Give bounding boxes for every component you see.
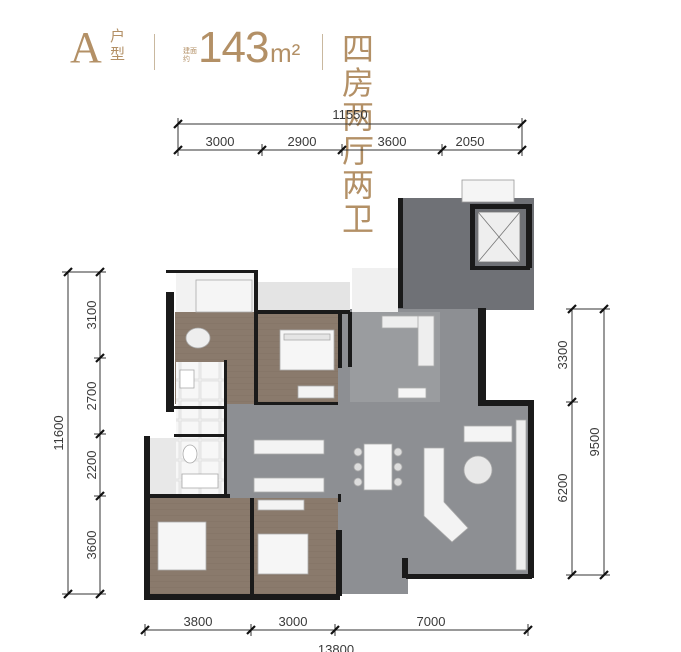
- wall: [338, 494, 341, 502]
- dim-right-part: 6200: [555, 474, 570, 503]
- wall: [166, 292, 174, 412]
- wall: [250, 498, 254, 596]
- vanity: [181, 473, 219, 489]
- wall: [144, 494, 230, 498]
- bed: [157, 521, 207, 571]
- dim-top-part: 3600: [378, 134, 407, 149]
- area-value: 143: [198, 23, 269, 72]
- wardrobe: [253, 439, 325, 455]
- wall: [144, 594, 340, 600]
- wardrobe: [257, 499, 305, 511]
- laundry-floor: [148, 438, 176, 496]
- wall: [258, 310, 350, 314]
- dim-right-part: 3300: [555, 341, 570, 370]
- wall: [174, 406, 226, 409]
- sofa: [423, 447, 469, 543]
- toilet: [185, 327, 211, 349]
- area-prefix: 建面约: [183, 48, 197, 63]
- wall: [256, 402, 338, 405]
- wall: [174, 434, 226, 437]
- kitchen-counter: [417, 315, 435, 367]
- dim-bottom-part: 7000: [417, 614, 446, 629]
- toilet: [182, 444, 198, 464]
- dining-table: [363, 443, 393, 491]
- dim-top-part: 3000: [206, 134, 235, 149]
- wall: [478, 308, 486, 406]
- balcony-2: [258, 282, 350, 312]
- wall: [470, 204, 530, 209]
- dim-top-total: 11550: [332, 107, 367, 122]
- layout-title: 四房两厅两卫: [342, 31, 377, 237]
- wall: [224, 360, 227, 496]
- wall: [254, 270, 258, 405]
- unit-type-letter: A: [70, 23, 102, 72]
- dim-left-part: 3100: [84, 301, 99, 330]
- header-divider: [154, 34, 155, 70]
- dimension-lines: [62, 118, 610, 636]
- walls: [144, 198, 534, 600]
- bar-counter: [397, 387, 427, 399]
- furniture: [157, 211, 527, 575]
- dimension-ticks: [63, 119, 609, 635]
- wall: [526, 204, 532, 268]
- wall: [402, 558, 408, 578]
- wall: [166, 270, 258, 273]
- dim-left-part: 3600: [84, 531, 99, 560]
- dim-bottom-part: 3000: [279, 614, 308, 629]
- wall: [398, 198, 403, 308]
- dining-chairs: [353, 447, 403, 487]
- armchair: [463, 425, 513, 443]
- dim-left-part: 2200: [84, 451, 99, 480]
- sink: [179, 369, 195, 389]
- dim-top-part: 2900: [288, 134, 317, 149]
- wall: [406, 574, 532, 579]
- wall: [482, 400, 534, 406]
- dim-top-part: 2050: [456, 134, 485, 149]
- wall: [470, 204, 475, 268]
- dim-bottom-total: 13800: [318, 642, 354, 652]
- wardrobe: [297, 385, 335, 399]
- bed: [257, 533, 309, 575]
- living-floor-bottom: [340, 530, 408, 594]
- unit-type-suffix: 户型: [110, 28, 126, 63]
- dim-bottom-part: 3800: [184, 614, 213, 629]
- wardrobe: [253, 477, 325, 493]
- coffee-table: [463, 455, 493, 485]
- dim-right-total: 9500: [587, 428, 602, 457]
- dim-left-part: 2700: [84, 382, 99, 411]
- header-divider: [322, 34, 323, 70]
- bed: [195, 279, 253, 313]
- dim-left-total: 11600: [51, 415, 66, 450]
- wall: [348, 312, 352, 367]
- area-unit: m²: [270, 38, 301, 68]
- wall: [338, 312, 342, 368]
- storage-room: [352, 268, 398, 312]
- wall: [528, 400, 534, 578]
- pillow: [283, 333, 331, 341]
- wall: [144, 436, 150, 600]
- wall: [336, 530, 342, 596]
- tv-cabinet: [515, 419, 527, 571]
- elevator-shaft-top: [461, 179, 515, 203]
- wall: [470, 266, 530, 270]
